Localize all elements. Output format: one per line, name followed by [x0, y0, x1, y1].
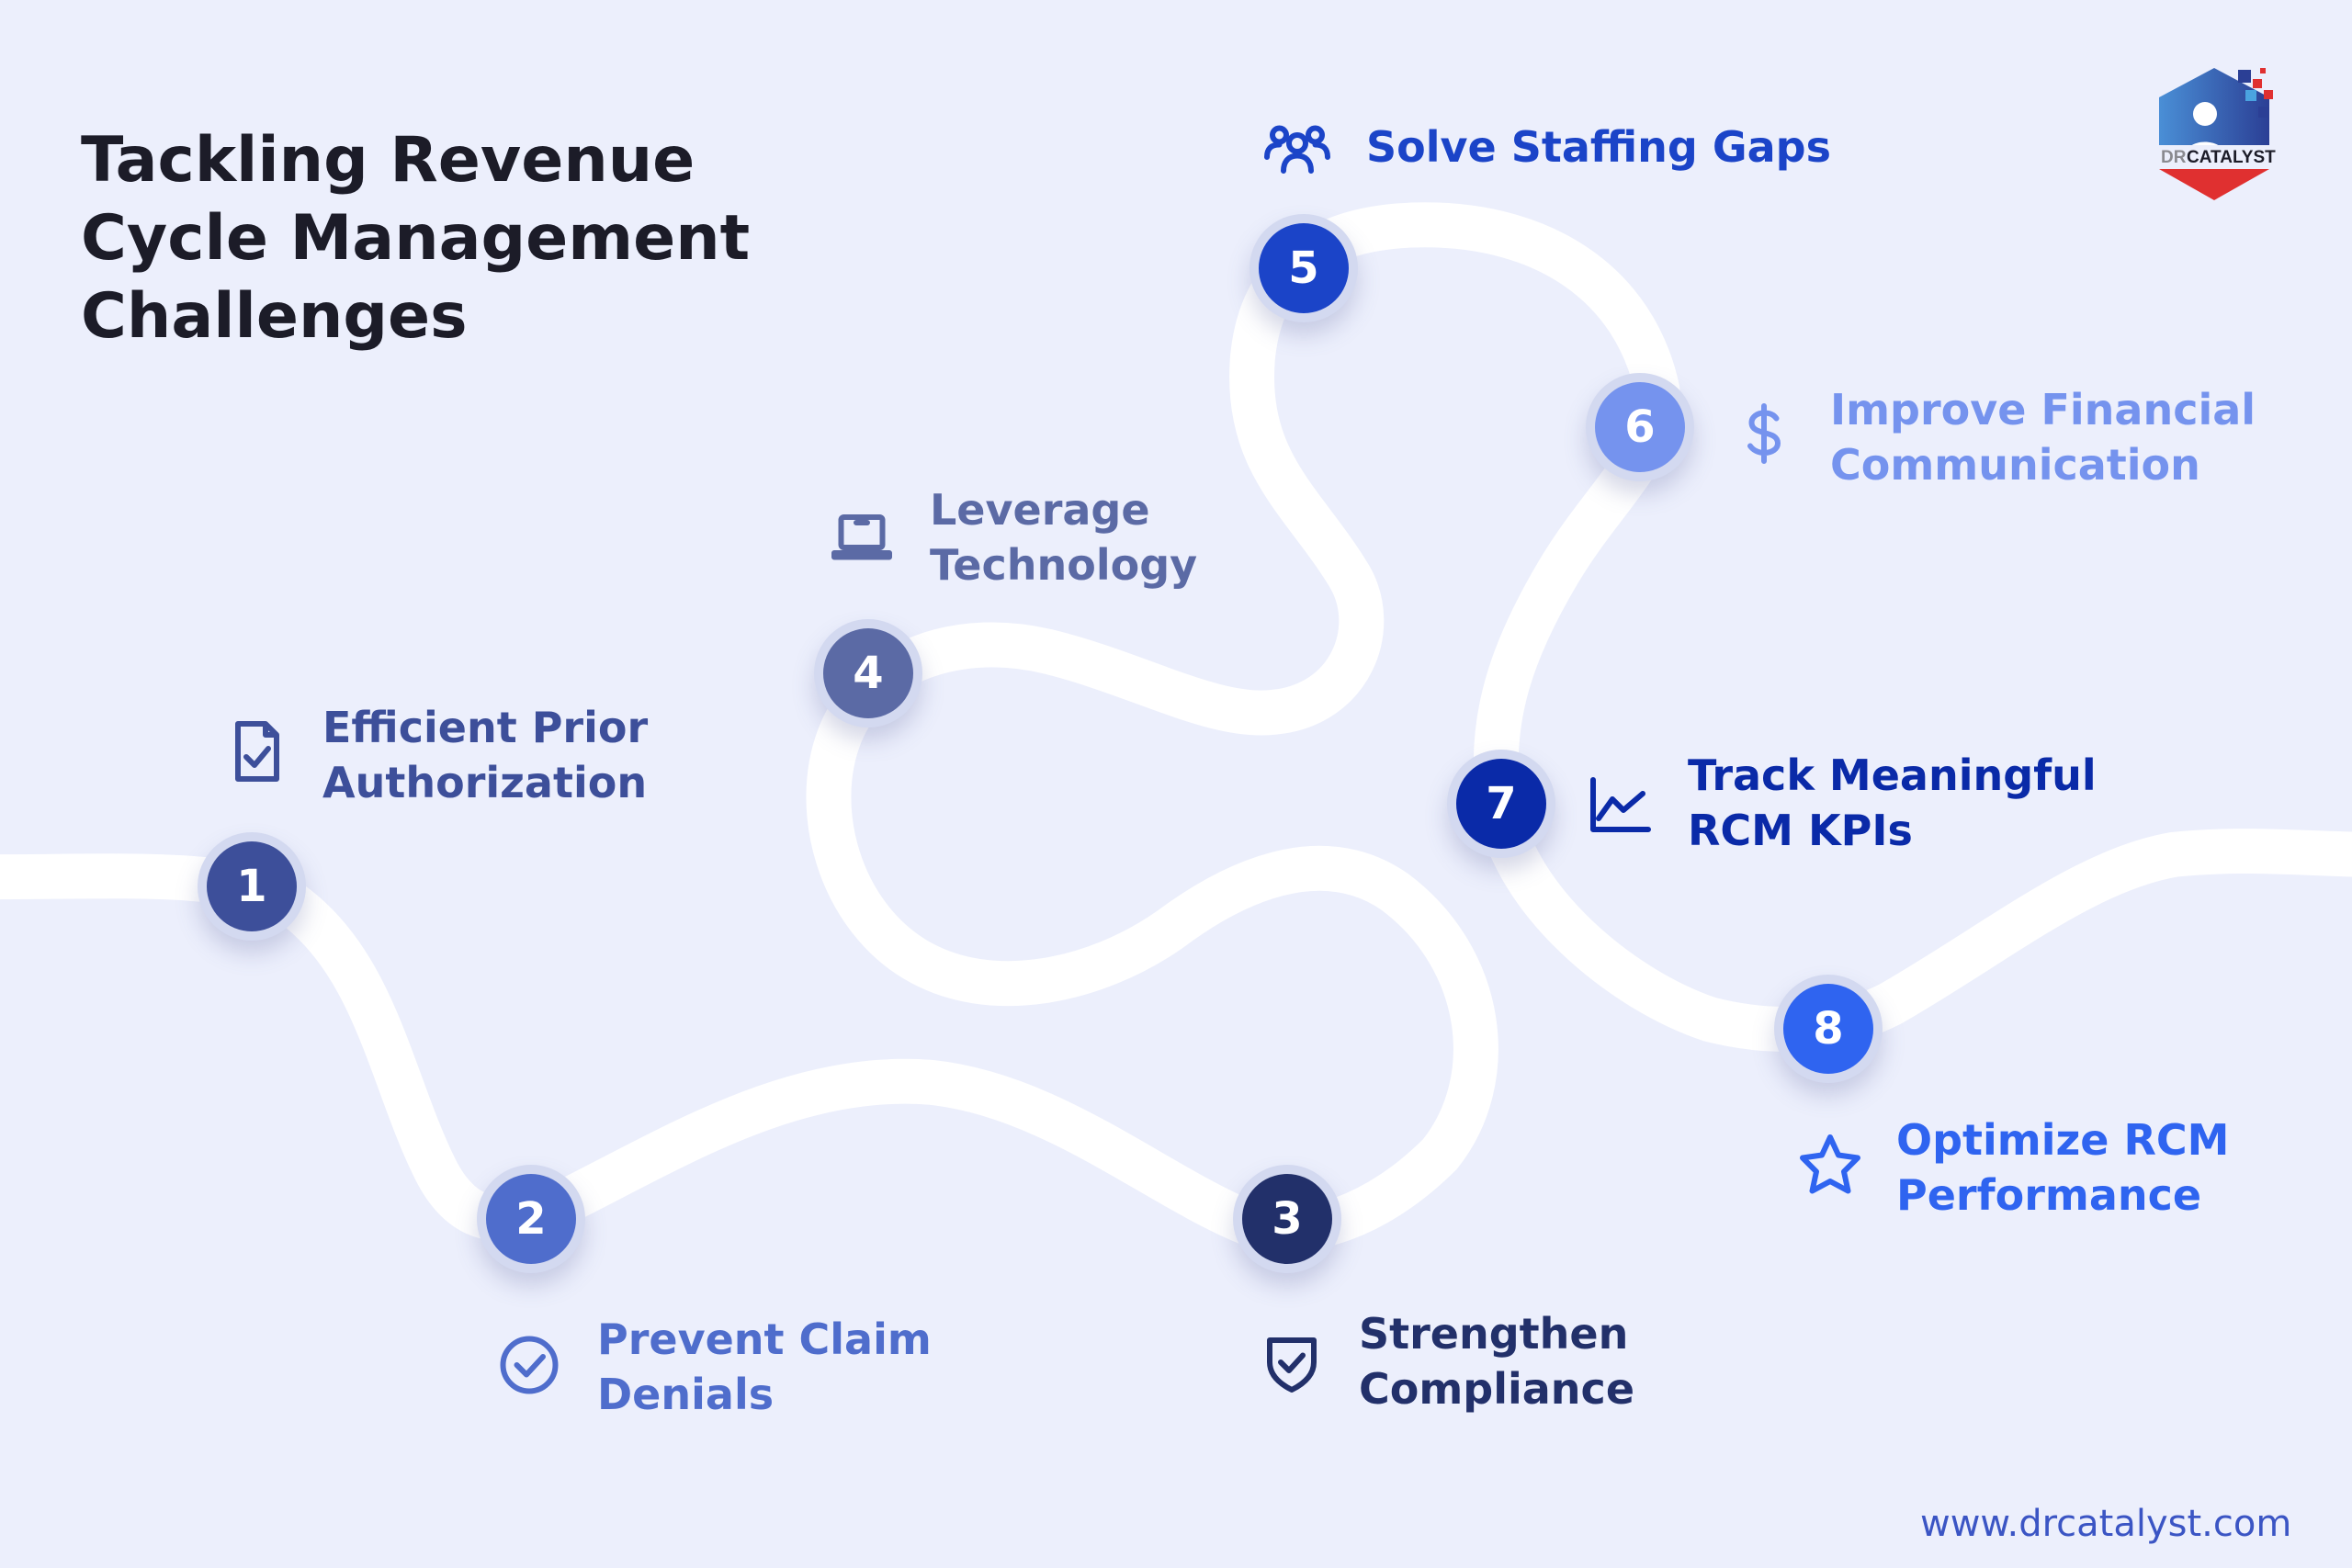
step-4-node: 4 — [823, 628, 913, 718]
step-3-node: 3 — [1242, 1174, 1332, 1264]
logo-text-catalyst: CATALYST — [2187, 148, 2276, 167]
drcatalyst-logo: DR CATALYST — [2150, 61, 2288, 208]
step-1-node: 1 — [207, 841, 297, 931]
dollar-icon — [1731, 400, 1797, 467]
step-6-node: 6 — [1595, 382, 1685, 472]
label-line: Track Meaningful — [1688, 750, 2097, 800]
step-5-node: 5 — [1259, 223, 1349, 313]
logo-text-dr: DR — [2161, 148, 2187, 167]
title-line: Tackling Revenue — [81, 124, 695, 197]
step-7-node: 7 — [1456, 759, 1546, 849]
check-circle-icon — [496, 1332, 562, 1398]
step-8-node: 8 — [1783, 984, 1873, 1074]
label-line: Solve Staffing Gaps — [1366, 122, 1831, 172]
label-line: Compliance — [1359, 1364, 1635, 1414]
label-line: Communication — [1830, 440, 2200, 490]
step-2-node: 2 — [486, 1174, 576, 1264]
step-5-label: Solve Staffing Gaps — [1366, 119, 1831, 175]
title-line: Challenges — [81, 280, 468, 353]
laptop-icon — [829, 503, 895, 570]
label-line: Technology — [930, 540, 1198, 590]
label-line: Denials — [597, 1370, 775, 1419]
shield-check-icon — [1259, 1329, 1325, 1395]
document-check-icon — [224, 718, 290, 784]
label-line: Prevent Claim — [597, 1314, 932, 1364]
label-line: Performance — [1896, 1170, 2202, 1220]
label-line: Efficient Prior — [322, 703, 649, 752]
website-url[interactable]: www.drcatalyst.com — [1920, 1503, 2292, 1545]
label-line: RCM KPIs — [1688, 806, 1913, 855]
label-line: Leverage — [930, 485, 1150, 535]
line-chart-icon — [1588, 772, 1654, 838]
label-line: Strengthen — [1359, 1309, 1629, 1359]
page-title: Tackling Revenue Cycle Management Challe… — [81, 121, 750, 355]
star-icon — [1797, 1132, 1863, 1198]
users-icon — [1264, 116, 1330, 182]
label-line: Authorization — [322, 758, 648, 807]
label-line: Optimize RCM — [1896, 1115, 2230, 1165]
label-line: Improve Financial — [1830, 385, 2256, 434]
title-line: Cycle Management — [81, 202, 751, 275]
